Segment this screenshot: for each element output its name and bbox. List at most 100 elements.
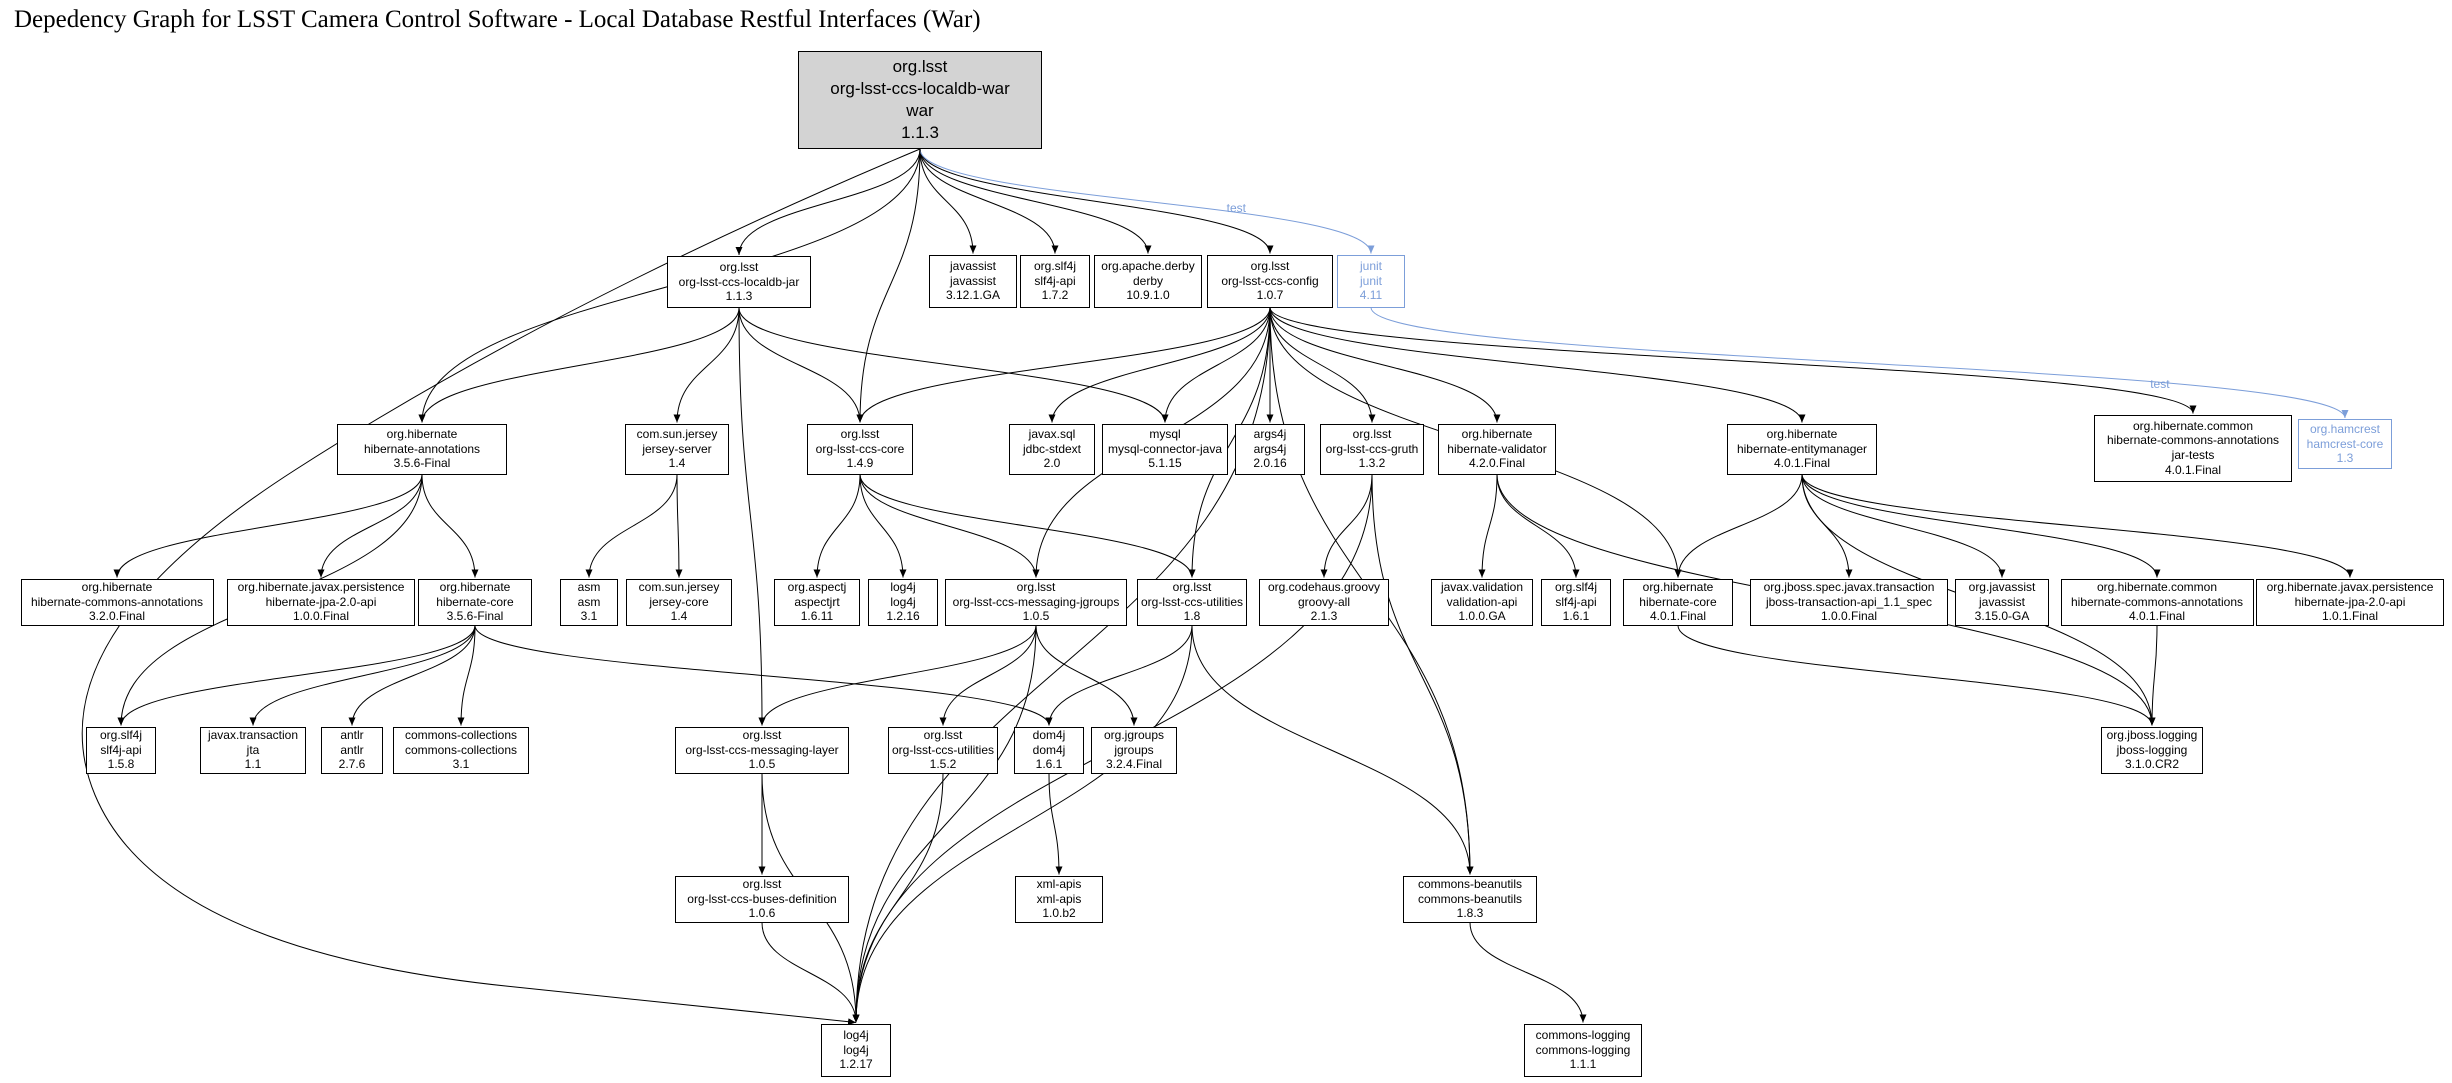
node-label-line: com.sun.jersey — [638, 580, 720, 595]
node-label-line: org.jboss.logging — [2106, 728, 2198, 743]
node-label-line: xml-apis — [1036, 891, 1082, 906]
node-label-line: 1.2.16 — [886, 609, 920, 624]
node-label-line: 1.1.3 — [725, 289, 753, 304]
edge-beanutils-commons_logging — [1469, 922, 1587, 1023]
node-label-line: hibernate-core — [1639, 594, 1717, 609]
node-label-line: 1.5.2 — [929, 757, 957, 772]
edge-entitymanager-javassist_315 — [1801, 474, 2006, 578]
edge-entitymanager-hca_401 — [1801, 474, 2161, 578]
edge-config-entitymanager — [1269, 307, 1806, 423]
node-label-line: jta — [246, 742, 260, 757]
edges-group — [81, 148, 2354, 1026]
node-label-line: log4j — [890, 580, 916, 595]
node-label-line: hibernate-commons-annotations — [2106, 433, 2280, 448]
node-label-line: derby — [1132, 273, 1164, 288]
edge-ccs_core-aspectjrt — [813, 474, 861, 578]
node-label-line: 1.0.5 — [748, 757, 776, 772]
graph-title: Depedency Graph for LSST Camera Control … — [14, 6, 981, 33]
node-label-line: commons-beanutils — [1417, 891, 1523, 906]
edge-hib_core_356-commons_collections — [457, 625, 476, 726]
node-label-line: 2.1.3 — [1310, 609, 1338, 624]
node-label-line: antlr — [340, 728, 364, 743]
node-label-line: 3.1 — [580, 609, 598, 624]
node-label-line: 1.0.0.Final — [292, 609, 350, 624]
node-label-line: javax.sql — [1028, 427, 1076, 442]
node-label-line: hibernate-commons-annotations — [30, 594, 204, 609]
edge-dom4j-xml_apis — [1048, 773, 1063, 875]
node-label-line: slf4j-api — [1034, 273, 1076, 288]
node-label-line: org.javassist — [1968, 580, 2036, 595]
node-label-line: org.slf4j — [1554, 580, 1598, 595]
edge-ccs_core-utils_18 — [859, 474, 1196, 578]
node-label-line: slf4j-api — [1555, 594, 1597, 609]
edge-msg_jgroups-utils_152 — [939, 625, 1037, 726]
node-label-line: 4.0.1.Final — [2164, 462, 2222, 477]
node-label-line: org-lsst-ccs-core — [815, 441, 905, 456]
node-label-line: org.hibernate — [1461, 427, 1533, 442]
node-label-line: commons-collections — [404, 742, 518, 757]
node-label-line: org.slf4j — [1033, 259, 1077, 274]
node-label-line: org.lsst — [892, 56, 948, 76]
node-label-line: commons-logging — [1535, 1042, 1631, 1057]
edge-msg_jgroups-jgroups — [1035, 625, 1138, 726]
edge-config-mysql — [1161, 307, 1271, 423]
node-label-line: 1.0.0.GA — [1458, 609, 1506, 624]
node-label-line: 3.2.0.Final — [88, 609, 146, 624]
node-label-line: 1.6.1 — [1035, 757, 1063, 772]
node-label-line: javax.validation — [1440, 580, 1524, 595]
node-label-line: org.lsst — [1016, 580, 1056, 595]
node-label-line: mysql-connector-java — [1107, 441, 1223, 456]
node-label-line: org.lsst — [742, 728, 782, 743]
node-label-line: 1.0.6 — [748, 906, 776, 921]
node-label-line: jar-tests — [2171, 448, 2215, 462]
edge-junit-hamcrest — [1370, 307, 2349, 419]
node-label-line: org.lsst — [923, 728, 963, 743]
node-label-line: dom4j — [1032, 728, 1066, 743]
node-label-line: xml-apis — [1036, 877, 1082, 892]
edge-hib_validator-slf4j_161 — [1496, 474, 1580, 578]
node-label-line: 1.1.3 — [901, 123, 939, 143]
node-label-line: 3.1 — [452, 757, 470, 772]
node-label-line: jersey-core — [649, 594, 709, 609]
node-label-line: hamcrest-core — [2306, 436, 2384, 451]
edge-localdb_jar-msg_layer — [738, 307, 766, 726]
edge-jersey_server-asm — [585, 474, 678, 578]
node-label-line: org.jboss.spec.javax.transaction — [1763, 580, 1935, 595]
edge-localdb_jar-hib_annotations — [418, 307, 740, 423]
node-label-line: org-lsst-ccs-localdb-jar — [678, 274, 800, 289]
node-label-line: org.hibernate — [386, 427, 458, 442]
edge-war-config — [919, 148, 1274, 254]
node-label-line: 1.0.b2 — [1042, 906, 1076, 921]
node-label-line: args4j — [1253, 441, 1287, 456]
node-label-line: validation-api — [1446, 594, 1518, 609]
node-label-line: args4j — [1253, 427, 1287, 442]
edge-localdb_jar-ccs_core — [738, 307, 864, 423]
node-label-line: hibernate-annotations — [363, 441, 481, 456]
edge-gruth-groovy — [1320, 474, 1373, 578]
edge-war-localdb_jar — [735, 148, 921, 256]
edge-config-hca_jar_tests — [1269, 307, 2197, 414]
edge-buses_def-log4j_1217 — [761, 922, 860, 1023]
node-label-line: javassist — [949, 273, 996, 288]
